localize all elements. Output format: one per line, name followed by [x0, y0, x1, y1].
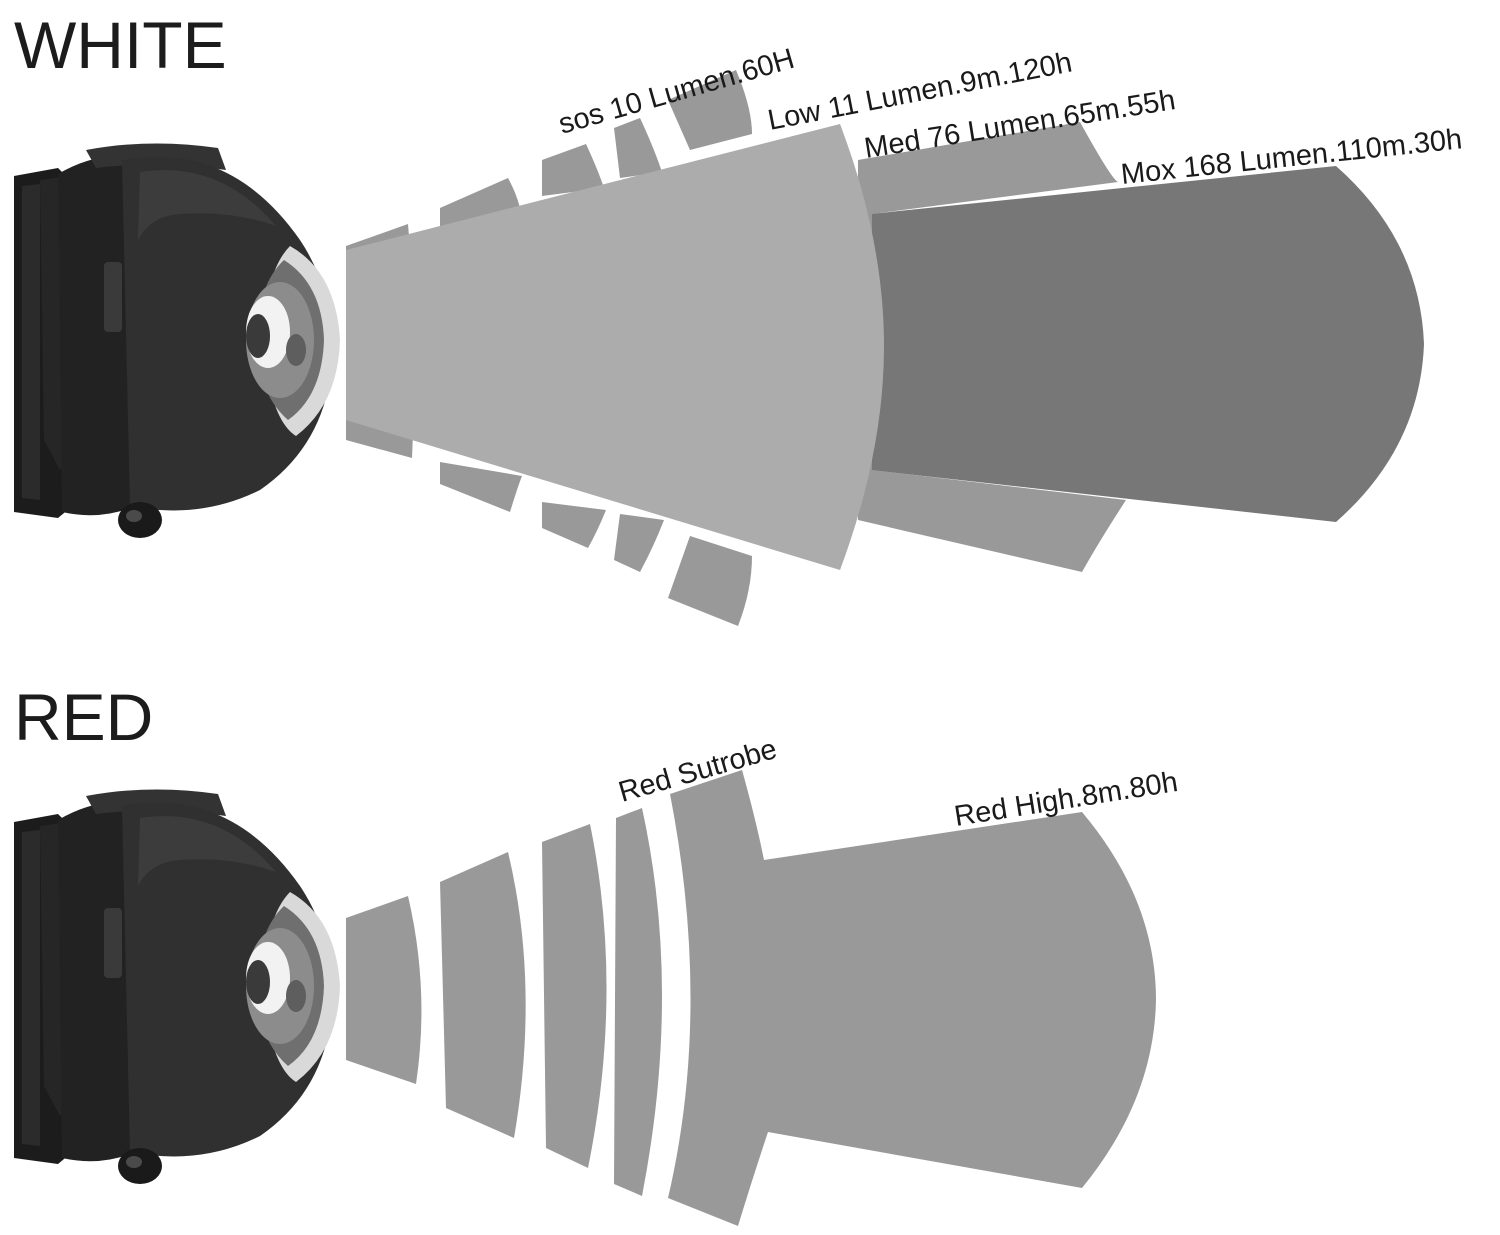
red-headlamp-icon — [14, 789, 340, 1184]
label-sos: sos 10 Lumen.60H — [555, 43, 798, 141]
beam-sos-bar-5 — [668, 70, 752, 150]
red-section-title: RED — [14, 680, 154, 754]
red-strobe-bar-1 — [346, 896, 422, 1084]
red-strobe-bar-3 — [542, 824, 607, 1168]
red-beam-high — [668, 770, 1156, 1226]
red-beams — [346, 770, 1156, 1226]
beam-sos-bar-3 — [542, 144, 604, 196]
white-section-title: WHITE — [14, 8, 227, 82]
beam-sos-bar-4 — [614, 118, 662, 178]
beam-low — [346, 124, 884, 570]
beam-sos-bar-4b — [614, 514, 664, 572]
beam-med — [858, 122, 1126, 572]
red-strobe-bar-2 — [440, 852, 526, 1138]
beam-sos-bar-2b — [440, 462, 522, 512]
beam-sos-bar-5b — [668, 536, 752, 626]
red-strobe-bar-4 — [614, 808, 662, 1196]
white-beams — [346, 70, 1424, 626]
beam-sos-bar-3b — [542, 502, 606, 548]
white-headlamp-icon — [14, 143, 340, 539]
beam-max — [870, 166, 1424, 522]
